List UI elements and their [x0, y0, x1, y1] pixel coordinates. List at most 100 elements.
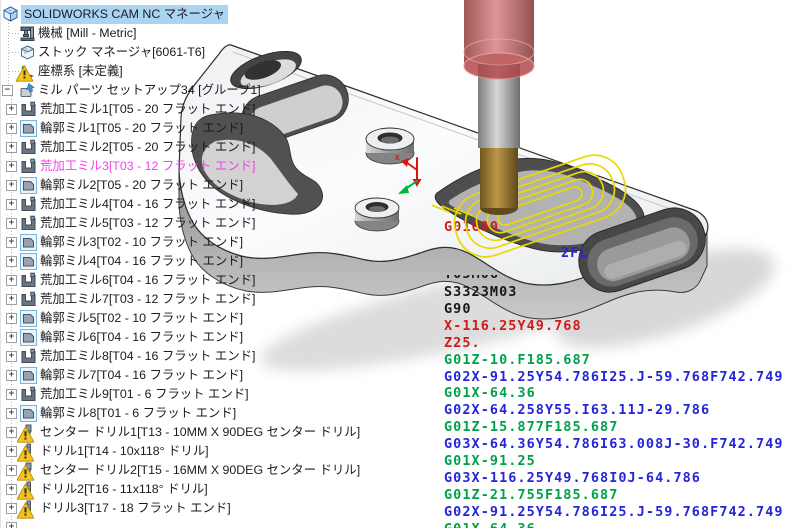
- contour-mill-icon: [20, 405, 37, 422]
- axis-label-x: x: [395, 152, 400, 162]
- tree-item-label: 機械 [Mill - Metric]: [38, 26, 137, 40]
- tree-item-label: 荒加工ミル5[T03 - 12 フラット エンド]: [40, 216, 256, 230]
- page-title: SOLIDWORKS CAM NC マネージャ: [21, 5, 228, 24]
- tree-connector: [8, 17, 9, 90]
- counterbore-hole: [230, 50, 302, 90]
- tree-row[interactable]: +輪郭ミル7[T04 - 16 フラット エンド]: [0, 366, 440, 385]
- rough-mill-icon: [20, 291, 37, 308]
- expand-toggle[interactable]: +: [6, 142, 17, 153]
- tree-item-label: 荒加工ミル2[T05 - 20 フラット エンド]: [40, 140, 256, 154]
- rough-mill-icon: [20, 196, 37, 213]
- tree-row[interactable]: +荒加工ミル7[T03 - 12 フラット エンド]: [0, 290, 440, 309]
- tree-row[interactable]: + 荒加工ミル2[T05 - 20 フラット エンド]: [0, 138, 440, 157]
- expand-toggle[interactable]: +: [6, 408, 17, 419]
- tree-connector: [9, 71, 19, 72]
- tree-item-label: 輪郭ミル2[T05 - 20 フラット エンド]: [40, 178, 244, 192]
- tree-connector: [9, 33, 19, 34]
- expand-toggle[interactable]: +: [6, 351, 17, 362]
- setup-icon: [19, 82, 36, 99]
- expand-toggle[interactable]: +: [6, 522, 17, 528]
- expand-toggle[interactable]: +: [6, 256, 17, 267]
- drill-icon: [17, 443, 37, 462]
- expand-toggle[interactable]: +: [6, 389, 17, 400]
- tree-row[interactable]: + 輪郭ミル6[T04 - 16 フラット エンド]: [0, 328, 440, 347]
- tree-row[interactable]: + 荒加工ミル5[T03 - 12 フラット エンド]: [0, 214, 440, 233]
- tree-row[interactable]: − ミル パーツ セットアップ34 [グループ1]: [0, 81, 440, 100]
- tree-item-label: センター ドリル2[T15 - 16MM X 90DEG センター ドリル]: [40, 463, 361, 477]
- tree-item-label: 輪郭ミル5[T02 - 10 フラット エンド]: [40, 311, 244, 325]
- expand-toggle[interactable]: +: [6, 104, 17, 115]
- tree-row[interactable]: +荒加工ミル6[T04 - 16 フラット エンド]: [0, 271, 440, 290]
- expand-toggle[interactable]: +: [6, 484, 17, 495]
- rough-mill-icon: [20, 139, 37, 156]
- tree-row[interactable]: + 輪郭ミル8[T01 - 6 フラット エンド]: [0, 404, 440, 423]
- tree-row[interactable]: + 輪郭ミル1[T05 - 20 フラット エンド]: [0, 119, 440, 138]
- contour-mill-icon: [20, 234, 37, 251]
- tree-row[interactable]: +荒加工ミル4[T04 - 16 フラット エンド]: [0, 195, 440, 214]
- tree-item-label: 荒加工ミル8[T04 - 16 フラット エンド]: [40, 349, 256, 363]
- expand-toggle[interactable]: +: [6, 446, 17, 457]
- tree-row-partial[interactable]: +: [0, 518, 440, 528]
- expand-toggle[interactable]: +: [6, 275, 17, 286]
- warning-icon: [17, 502, 34, 519]
- tree-row[interactable]: + ドリル3[T17 - 18 フラット エンド]: [0, 499, 440, 519]
- rough-mill-icon: [20, 272, 37, 289]
- tree-item-label: 輪郭ミル4[T04 - 16 フラット エンド]: [40, 254, 244, 268]
- stock-manager-icon: [19, 44, 36, 61]
- tree-root-row[interactable]: SOLIDWORKS CAM NC マネージャ: [0, 5, 440, 24]
- rough-mill-icon: [20, 348, 37, 365]
- tree-connector: [11, 90, 12, 526]
- rough-mill-icon: [20, 158, 37, 175]
- expand-toggle[interactable]: +: [6, 294, 17, 305]
- rough-mill-icon: [20, 215, 37, 232]
- tree-row[interactable]: 機械 [Mill - Metric]: [0, 24, 440, 43]
- drill-icon: [17, 500, 37, 519]
- tree-row[interactable]: ストック マネージャ[6061-T6]: [0, 43, 440, 62]
- tree-row[interactable]: + ドリル1[T14 - 10x118° ドリル]: [0, 442, 440, 462]
- boss-upper: [365, 127, 415, 165]
- tree-item-label: ドリル3[T17 - 18 フラット エンド]: [40, 501, 231, 515]
- tree-row[interactable]: + センター ドリル2[T15 - 16MM X 90DEG センター ドリル]: [0, 461, 440, 481]
- warning-icon: [17, 464, 34, 481]
- expand-toggle[interactable]: +: [6, 161, 17, 172]
- expand-toggle[interactable]: +: [6, 370, 17, 381]
- tree-row[interactable]: + ドリル2[T16 - 11x118° ドリル]: [0, 480, 440, 500]
- expand-toggle[interactable]: −: [2, 85, 13, 96]
- tree-item-label: ドリル2[T16 - 11x118° ドリル]: [40, 482, 208, 496]
- tree-row[interactable]: + 輪郭ミル2[T05 - 20 フラット エンド]: [0, 176, 440, 195]
- contour-mill-icon: [20, 177, 37, 194]
- tree-row[interactable]: + 荒加工ミル8[T04 - 16 フラット エンド]: [0, 347, 440, 366]
- rough-mill-icon: [20, 386, 37, 403]
- tree-row[interactable]: +荒加工ミル1[T05 - 20 フラット エンド]: [0, 100, 440, 119]
- expand-toggle[interactable]: +: [6, 465, 17, 476]
- tree-row[interactable]: + 輪郭ミル4[T04 - 16 フラット エンド]: [0, 252, 440, 271]
- tree-row[interactable]: + 荒加工ミル3[T03 - 12 フラット エンド]: [0, 157, 440, 176]
- expand-toggle[interactable]: +: [6, 503, 17, 514]
- tree-row[interactable]: + 輪郭ミル3[T02 - 10 フラット エンド]: [0, 233, 440, 252]
- contour-mill-icon: [20, 310, 37, 327]
- left-pocket: [191, 112, 323, 215]
- expand-toggle[interactable]: +: [6, 332, 17, 343]
- expand-toggle[interactable]: +: [6, 313, 17, 324]
- tree-item-label: センター ドリル1[T13 - 10MM X 90DEG センター ドリル]: [40, 425, 361, 439]
- tree-row[interactable]: 座標系 [未定義]: [0, 62, 440, 82]
- expand-toggle[interactable]: +: [6, 218, 17, 229]
- tree-item-label: 輪郭ミル1[T05 - 20 フラット エンド]: [40, 121, 244, 135]
- tree-item-label: 荒加工ミル3[T03 - 12 フラット エンド]: [40, 159, 256, 173]
- expand-toggle[interactable]: +: [6, 427, 17, 438]
- expand-toggle[interactable]: +: [6, 237, 17, 248]
- tree-row[interactable]: + 輪郭ミル5[T02 - 10 フラット エンド]: [0, 309, 440, 328]
- expand-toggle[interactable]: +: [6, 199, 17, 210]
- expand-toggle[interactable]: +: [6, 180, 17, 191]
- tree-item-label: ドリル1[T14 - 10x118° ドリル]: [40, 444, 209, 458]
- origin-triad: x: [395, 152, 422, 194]
- tree-row[interactable]: +荒加工ミル9[T01 - 6 フラット エンド]: [0, 385, 440, 404]
- feature-tree: SOLIDWORKS CAM NC マネージャ 機械 [Mill - Metri…: [0, 0, 440, 528]
- expand-toggle[interactable]: +: [6, 123, 17, 134]
- tree-item-label: 輪郭ミル8[T01 - 6 フラット エンド]: [40, 406, 237, 420]
- tree-item-label: 輪郭ミル3[T02 - 10 フラット エンド]: [40, 235, 244, 249]
- tree-row[interactable]: + センター ドリル1[T13 - 10MM X 90DEG センター ドリル]: [0, 423, 440, 443]
- tree-item-label: 輪郭ミル6[T04 - 16 フラット エンド]: [40, 330, 244, 344]
- boss-lower: [354, 197, 400, 232]
- tree-item-label: ミル パーツ セットアップ34 [グループ1]: [38, 83, 261, 97]
